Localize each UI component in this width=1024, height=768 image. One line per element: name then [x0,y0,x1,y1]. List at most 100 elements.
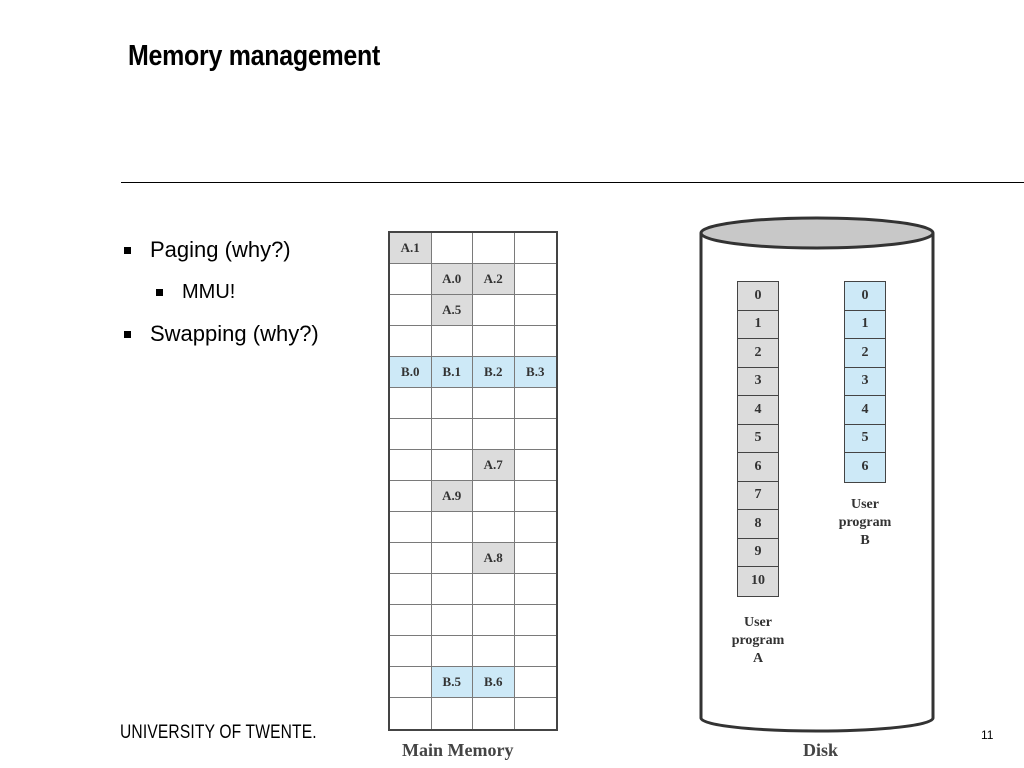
memory-frame-empty [514,419,556,450]
memory-frame-empty [514,295,556,326]
memory-frame-empty [473,636,515,667]
memory-frame-empty [390,605,432,636]
program-a-page-5: 5 [738,424,778,453]
memory-frame-a-2: A.2 [473,264,515,295]
memory-frame-empty [514,326,556,357]
memory-frame-b-0: B.0 [390,357,432,388]
bullet-text: MMU! [182,281,236,303]
program-a-page-1: 1 [738,310,778,339]
square-bullet-icon [124,331,131,338]
memory-frame-b-1: B.1 [431,357,473,388]
program-a-page-8: 8 [738,510,778,539]
memory-frame-empty [473,481,515,512]
memory-frame-empty [431,233,473,264]
memory-frame-empty [514,512,556,543]
program-b-page-0: 0 [845,282,885,311]
bullet-list: Paging (why?) MMU! Swapping (why?) [120,237,319,363]
bullet-paging: Paging (why?) [120,237,319,263]
memory-frame-b-3: B.3 [514,357,556,388]
memory-frame-a-7: A.7 [473,450,515,481]
program-a-label: User program A [731,615,785,666]
memory-frame-empty [390,543,432,574]
slide-title: Memory management [128,40,381,72]
memory-frame-empty [431,636,473,667]
square-bullet-icon [156,289,163,296]
memory-frame-empty [431,574,473,605]
memory-frame-empty [514,481,556,512]
memory-frame-empty [514,233,556,264]
memory-frame-empty [431,419,473,450]
memory-frame-empty [473,419,515,450]
program-b-page-4: 4 [845,396,885,425]
memory-frame-a-1: A.1 [390,233,432,264]
memory-frame-empty [432,698,473,729]
memory-frame-a-5: A.5 [431,295,473,326]
memory-frame-empty [431,543,473,574]
program-a-page-7: 7 [738,481,778,510]
memory-frame-empty [390,636,432,667]
memory-frame-empty [431,512,473,543]
memory-frame-a-9: A.9 [431,481,473,512]
memory-frame-empty [390,295,432,326]
memory-frame-empty [514,388,556,419]
memory-frame-empty [390,667,432,698]
memory-frame-empty [390,450,432,481]
memory-frame-empty [431,605,473,636]
memory-frame-empty [390,698,432,729]
memory-frame-empty [390,574,432,605]
bullet-mmu: MMU! [120,279,319,305]
memory-frame-a-8: A.8 [473,543,515,574]
memory-frame-empty [390,512,432,543]
memory-frame-b-6: B.6 [473,667,515,698]
program-a-page-6: 6 [738,453,778,482]
memory-frame-empty [514,450,556,481]
memory-frame-empty [431,326,473,357]
bullet-text: Paging (why?) [150,237,291,262]
program-a-page-4: 4 [738,396,778,425]
memory-frame-empty [514,667,556,698]
program-b-page-6: 6 [845,453,885,482]
memory-frame-empty [390,326,432,357]
program-b-label: User program B [838,497,892,548]
memory-frame-empty [473,605,515,636]
memory-frame-b-2: B.2 [473,357,515,388]
program-b-page-2: 2 [845,339,885,368]
memory-frame-empty [473,698,515,729]
memory-frame-empty [390,419,432,450]
memory-frame-empty [431,388,473,419]
memory-frame-empty [514,574,556,605]
memory-frame-empty [473,295,515,326]
program-b-page-3: 3 [845,367,885,396]
memory-frame-empty [514,543,556,574]
memory-frame-b-5: B.5 [431,667,473,698]
memory-frame-empty [514,636,556,667]
memory-frame-empty [473,512,515,543]
program-a-page-2: 2 [738,339,778,368]
memory-frame-empty [473,574,515,605]
university-logo: UNIVERSITY OF TWENTE. [120,722,317,743]
program-a-page-0: 0 [738,282,778,311]
memory-frame-empty [514,605,556,636]
memory-frame-empty [390,481,432,512]
program-a-page-10: 10 [738,567,778,596]
memory-frame-empty [473,233,515,264]
memory-frame-empty [390,264,432,295]
bullet-swapping: Swapping (why?) [120,321,319,347]
program-a-page-3: 3 [738,367,778,396]
title-divider [121,182,1024,183]
page-number: 11 [981,728,994,742]
memory-frame-empty [514,264,556,295]
memory-frame-a-0: A.0 [431,264,473,295]
bullet-text: Swapping (why?) [150,321,319,346]
program-b-page-5: 5 [845,424,885,453]
disk-caption: Disk [803,740,839,760]
memory-frame-empty [390,388,432,419]
square-bullet-icon [124,247,131,254]
program-a-page-9: 9 [738,538,778,567]
memory-frame-empty [431,450,473,481]
program-b-page-1: 1 [845,310,885,339]
main-memory-caption: Main Memory [402,740,514,760]
